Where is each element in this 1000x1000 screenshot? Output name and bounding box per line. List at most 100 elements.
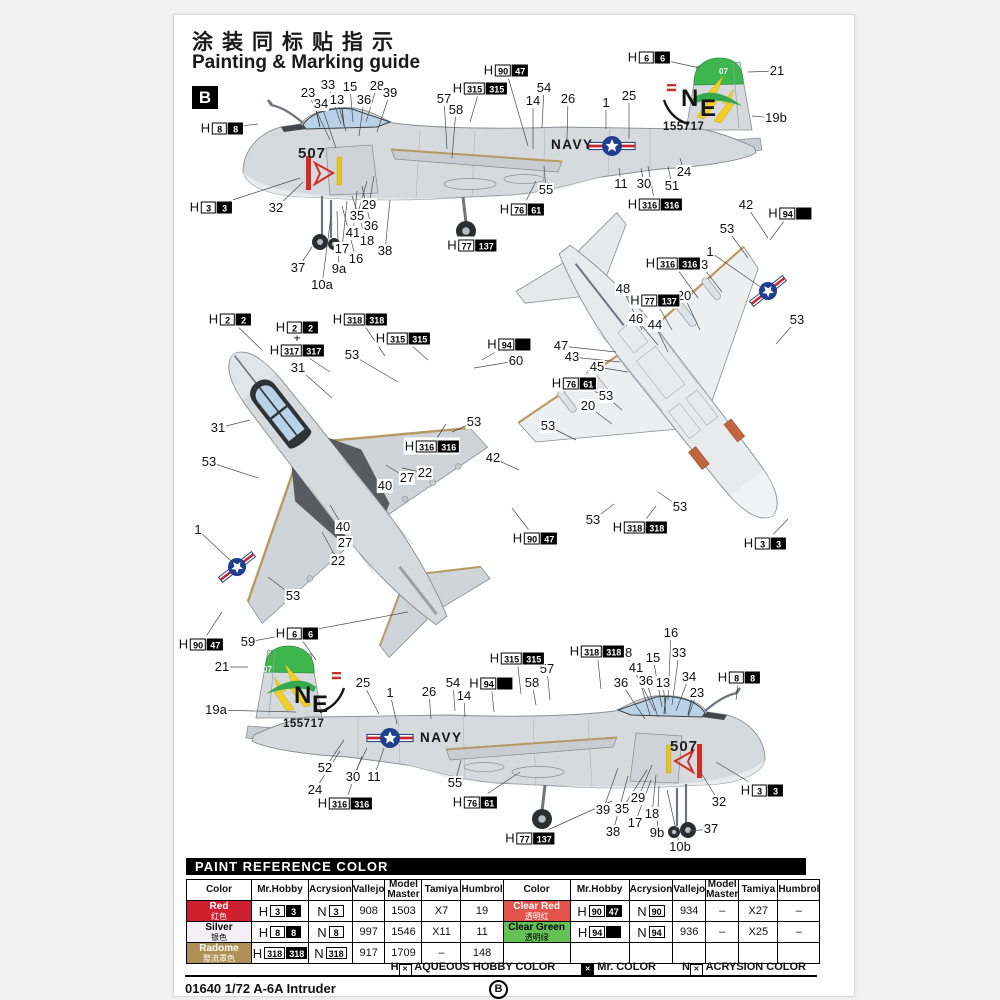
leader-line	[384, 199, 391, 252]
aqueous-number-box: 94	[480, 677, 497, 689]
mr-color-number-box: 47	[207, 638, 224, 650]
mr-color-number-box	[606, 926, 622, 938]
vallejo-cell	[672, 942, 707, 964]
humbrol-cell: 11	[460, 921, 504, 943]
mr-color-number-box: 318	[646, 521, 668, 533]
tamiya-cell: X11	[421, 921, 462, 943]
callout-53: 53	[200, 454, 218, 469]
footer-rule	[185, 975, 817, 977]
mr-color-number-box	[515, 338, 531, 350]
callout-11: 11	[613, 176, 629, 191]
callout-+: +	[292, 330, 302, 345]
paint-chip-prefix: N	[317, 903, 327, 919]
callout-34: 34	[680, 669, 698, 684]
paint-chip-prefix: H	[189, 199, 200, 215]
column-header: Humbrol	[777, 879, 821, 901]
callout-58: 58	[523, 675, 541, 690]
paint-chip-prefix: N	[314, 945, 324, 961]
callout-25: 25	[354, 675, 372, 690]
paint-chip-prefix: H	[768, 205, 778, 221]
mr-color-number-box: 47	[605, 905, 622, 917]
callout-22: 22	[329, 553, 347, 568]
callout-35: 35	[348, 208, 366, 223]
color-name-chinese: 红色	[211, 911, 227, 921]
callout-53: 53	[343, 347, 361, 362]
model_master-cell: 1546	[384, 921, 423, 943]
page-title: Painting & Marking guide	[192, 52, 421, 73]
mr-color-number-box: 61	[481, 796, 498, 808]
paint-chip-prefix: H	[200, 120, 211, 136]
paint-chip-prefix: H	[178, 636, 189, 652]
svg-text:NAVY: NAVY	[551, 137, 594, 152]
leader-line	[451, 109, 457, 159]
paint-chip-prefix: H	[258, 924, 269, 940]
callout-47: 47	[552, 338, 570, 353]
callout-36: 36	[355, 92, 373, 107]
paint-chip-prefix: H	[404, 438, 415, 454]
color-name: Radome	[199, 942, 239, 954]
paint-chip-prefix: H	[577, 924, 588, 940]
callout-14: 14	[455, 688, 473, 703]
color-name-chinese: 透明绿	[524, 932, 549, 942]
aqueous-number-box: 3	[270, 905, 286, 917]
column-header: Model Master	[705, 879, 740, 901]
leader-line	[321, 215, 332, 286]
callout-59: 59	[239, 634, 257, 649]
callout-15: 15	[341, 79, 359, 94]
paint-chip-prefix: H	[447, 237, 457, 253]
tamiya-cell: X25	[738, 921, 779, 943]
callout-60: 60	[507, 353, 525, 368]
aqueous-number-box: 315	[464, 82, 486, 94]
aqueous-number-box: 77	[641, 294, 658, 306]
callout-40: 40	[334, 519, 352, 534]
callout-11: 11	[366, 769, 382, 784]
vallejo-cell: 936	[672, 921, 707, 943]
aqueous-number-box: 316	[657, 257, 679, 269]
svg-text:NAVY: NAVY	[420, 730, 463, 745]
callout-35: 35	[613, 801, 631, 816]
paint-chip-prefix: H	[258, 903, 269, 919]
callout-54: 54	[444, 675, 462, 690]
callout-30: 30	[344, 769, 362, 784]
svg-text:155717: 155717	[663, 121, 704, 133]
mr-color-number-box: 318	[366, 313, 388, 325]
mr-color-number-box: 318	[286, 947, 308, 959]
vallejo-cell: 917	[351, 942, 386, 964]
paint-chip-prefix: H	[717, 669, 728, 685]
mr-color-number-box: 3	[217, 201, 233, 213]
aircraft-side-view-bottom: N E 155717 07 507 NAVY	[244, 644, 767, 840]
callout-43: 43	[563, 349, 581, 364]
column-header: Vallejo	[351, 879, 386, 901]
color-name: Silver	[205, 921, 233, 933]
paint-chip-prefix: H	[469, 675, 479, 691]
callout-26: 26	[420, 684, 438, 699]
callout-34: 34	[312, 96, 330, 111]
paint-chip-prefix: N	[637, 903, 647, 919]
callout-22: 22	[416, 465, 434, 480]
paint-chip-prefix: H	[627, 196, 638, 212]
mr-color-number-box	[796, 207, 812, 219]
column-header: Tamiya	[421, 879, 462, 901]
callout-41: 41	[627, 660, 645, 675]
svg-text:507: 507	[298, 145, 326, 162]
mr-color-number-box: 2	[236, 313, 252, 325]
callout-20: 20	[579, 398, 597, 413]
callout-1: 1	[385, 685, 395, 700]
callout-9a: 9a	[330, 261, 348, 276]
callout-28: 28	[368, 78, 386, 93]
